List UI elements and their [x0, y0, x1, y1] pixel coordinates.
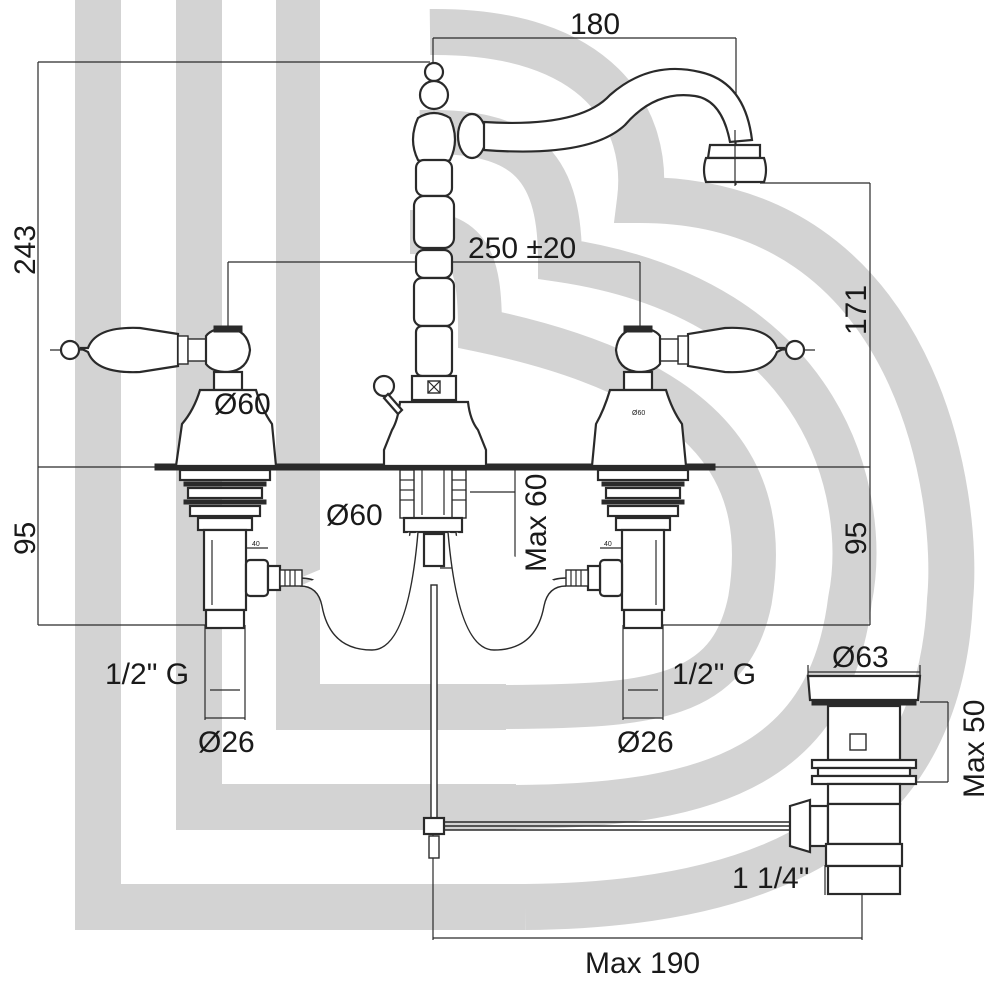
label-spout-height: 171	[840, 285, 873, 335]
label-left-under-counter: 95	[9, 522, 42, 555]
label-left-small-40: 40	[252, 541, 260, 548]
spout-assembly	[372, 61, 768, 468]
label-right-pipe-diameter: Ø26	[617, 726, 674, 759]
spout-under-counter	[299, 469, 790, 859]
label-center-base-diameter: Ø60	[326, 499, 383, 532]
label-right-base-diameter: Ø60	[632, 410, 645, 417]
label-waste-max-height: Max 50	[958, 700, 991, 798]
label-left-base-diameter: Ø60	[214, 388, 271, 421]
label-waste-max-reach: Max 190	[585, 947, 700, 980]
label-overall-height: 243	[9, 225, 42, 275]
label-right-under-counter: 95	[840, 522, 873, 555]
label-spout-reach: 180	[570, 8, 620, 41]
label-left-pipe-diameter: Ø26	[198, 726, 255, 759]
pop-up-waste	[788, 674, 922, 896]
right-handle-assembly	[565, 325, 806, 630]
label-left-thread: 1/2" G	[105, 658, 189, 691]
label-waste-thread: 1 1/4"	[732, 862, 809, 895]
label-center-max-depth: Max 60	[520, 474, 553, 572]
left-handle-assembly	[59, 325, 303, 630]
dimension-labels: 180 243 250 ±20 171 Ø60 Ø60 Ø60 95 95 Ma…	[9, 8, 991, 980]
label-right-small-40: 40	[604, 541, 612, 548]
label-handle-spacing: 250 ±20	[468, 232, 576, 265]
label-waste-diameter: Ø63	[832, 641, 889, 674]
label-right-thread: 1/2" G	[672, 658, 756, 691]
